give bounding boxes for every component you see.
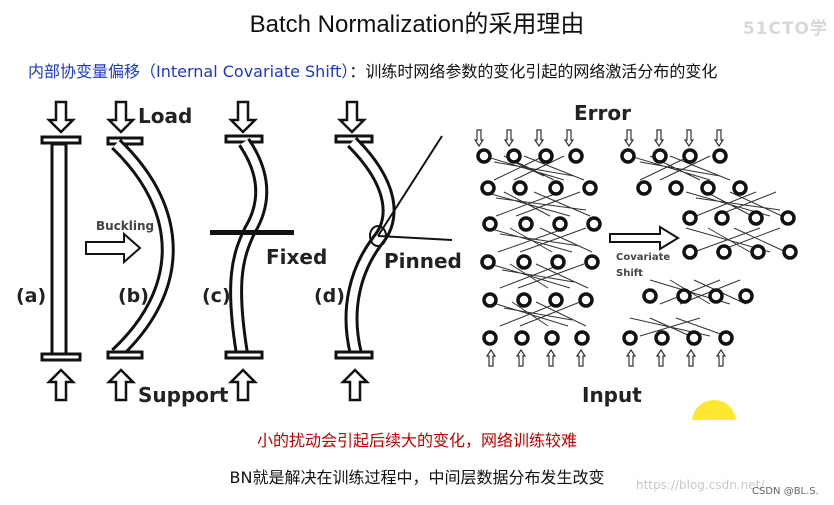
network-left xyxy=(483,155,593,327)
definition-line: 内部协变量偏移（Internal Covariate Shift）：训练时网络参… xyxy=(28,58,717,82)
neurons-left xyxy=(476,148,602,346)
panel-label-a: (a) xyxy=(16,285,46,307)
neurons-right xyxy=(620,148,798,346)
network-diagram: Error Input xyxy=(473,101,798,407)
support-arrow-icon xyxy=(227,368,259,402)
covariate-label: Covariate xyxy=(616,252,670,263)
load-arrow-icon xyxy=(336,100,368,134)
watermark-logo: 51CTO学 xyxy=(742,19,828,39)
definition-term: 内部协变量偏移（Internal Covariate Shift） xyxy=(28,62,350,81)
shift-label: Shift xyxy=(616,268,643,279)
load-label: Load xyxy=(138,104,192,128)
definition-explanation: ：训练时网络参数的变化引起的网络激活分布的变化 xyxy=(349,62,718,81)
load-arrow-icon xyxy=(105,100,137,134)
column-a xyxy=(40,100,82,402)
buckling-and-network-figure: Load Support Buckling Fixed Pinned (a) (… xyxy=(16,100,798,420)
csdn-watermark: CSDN @BL.S. xyxy=(752,486,819,497)
support-arrow-icon xyxy=(105,368,137,402)
input-arrows xyxy=(485,348,727,367)
highlight-dot xyxy=(692,400,736,420)
buckling-label: Buckling xyxy=(96,219,154,233)
fixed-label: Fixed xyxy=(266,245,327,269)
panel-label-b: (b) xyxy=(118,285,149,307)
input-label: Input xyxy=(582,383,642,407)
load-arrow-icon xyxy=(227,100,259,134)
panel-label-c: (c) xyxy=(202,285,231,307)
column-b xyxy=(85,100,175,402)
support-label: Support xyxy=(138,383,229,407)
error-arrows xyxy=(473,129,725,148)
covariate-shift-arrow-icon xyxy=(609,225,680,251)
column-d xyxy=(334,100,453,402)
support-arrow-icon xyxy=(339,368,371,402)
url-watermark: https://blog.csdn.net/… xyxy=(636,478,777,492)
caption: 小的扰动会引起后续大的变化，网络训练较难 xyxy=(256,431,577,450)
column-c xyxy=(210,100,294,402)
panel-label-d: (d) xyxy=(314,285,345,307)
load-arrow-icon xyxy=(45,100,77,134)
support-arrow-icon xyxy=(45,368,77,402)
slide-title: Batch Normalization的采用理由 xyxy=(249,11,585,38)
summary: BN就是解决在训练过程中，中间层数据分布发生改变 xyxy=(229,468,605,487)
buckling-arrow-icon xyxy=(85,231,142,265)
error-label: Error xyxy=(574,101,631,125)
pinned-label: Pinned xyxy=(384,249,462,273)
